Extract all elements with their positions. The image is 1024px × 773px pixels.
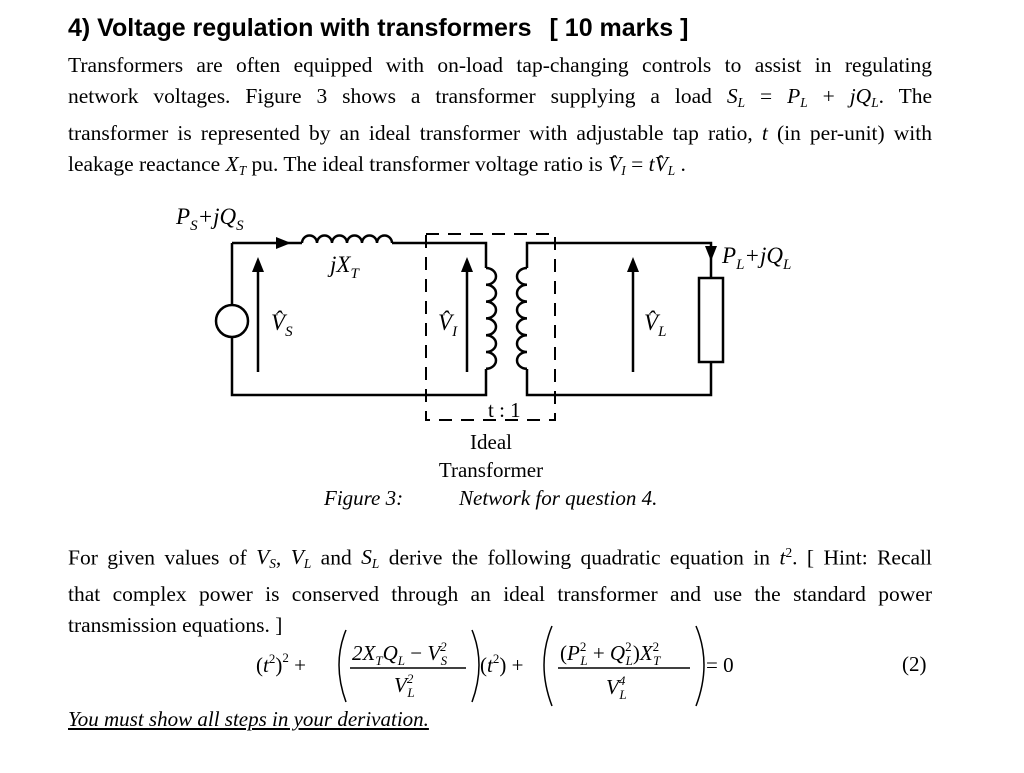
svg-text:(P2L + Q2L)X2T: (P2L + Q2L)X2T [560, 639, 661, 668]
wire-top-mid [392, 241, 488, 268]
intro-line-4: leakage reactance XT pu. The ideal trans… [68, 149, 932, 186]
svg-text:V4L: V4L [606, 673, 627, 702]
tap-ratio-label: t : 1 [488, 398, 521, 422]
derivation-instruction: You must show all steps in your derivati… [68, 707, 429, 731]
task-line-1: For given values of VS, VL and SL derive… [68, 545, 932, 572]
question-heading: 4) Voltage regulation with transformers [… [68, 14, 688, 43]
question-title: 4) Voltage regulation with transformers [68, 14, 532, 42]
svg-text:V2L: V2L [394, 671, 415, 700]
secondary-coil [515, 266, 528, 371]
ideal-label: Ideal [470, 430, 512, 454]
svg-text:= 0: = 0 [706, 653, 734, 677]
task-line-2: that complex power is conserved through … [68, 582, 932, 607]
figure-caption-number: Figure 3: [324, 486, 404, 510]
intro-paragraph: Transformers are often equipped with on-… [68, 50, 932, 186]
primary-coil [485, 266, 498, 371]
ideal-transformer-box [425, 233, 556, 421]
intro-line-2: network voltages. Figure 3 shows a trans… [68, 84, 932, 110]
wire-bottom-right [525, 362, 713, 397]
svg-text:2XTQL − V2S: 2XTQL − V2S [352, 639, 448, 668]
wire-bottom-left [230, 337, 488, 397]
task-paragraph: For given values of VS, VL and SL derive… [68, 537, 932, 641]
intro-line-3: transformer is represented by an ideal t… [68, 120, 932, 145]
svg-text:(t2) +: (t2) + [480, 651, 523, 677]
source-symbol [214, 303, 250, 339]
intro-line-1: Transformers are often equipped with on-… [68, 53, 932, 77]
equation-number: (2) [902, 652, 927, 676]
figure-caption-text: Network for question 4. [459, 486, 658, 510]
reactance-inductor [300, 234, 394, 244]
question-marks: [ 10 marks ] [549, 14, 689, 42]
transformer-label: Transformer [439, 458, 543, 482]
load-power-arrow [705, 246, 717, 261]
task-line-3: transmission equations. ] [68, 613, 283, 638]
source-power-arrow [276, 237, 291, 249]
load-resistor [697, 276, 725, 364]
svg-text:(t2)2 +: (t2)2 + [256, 650, 306, 677]
